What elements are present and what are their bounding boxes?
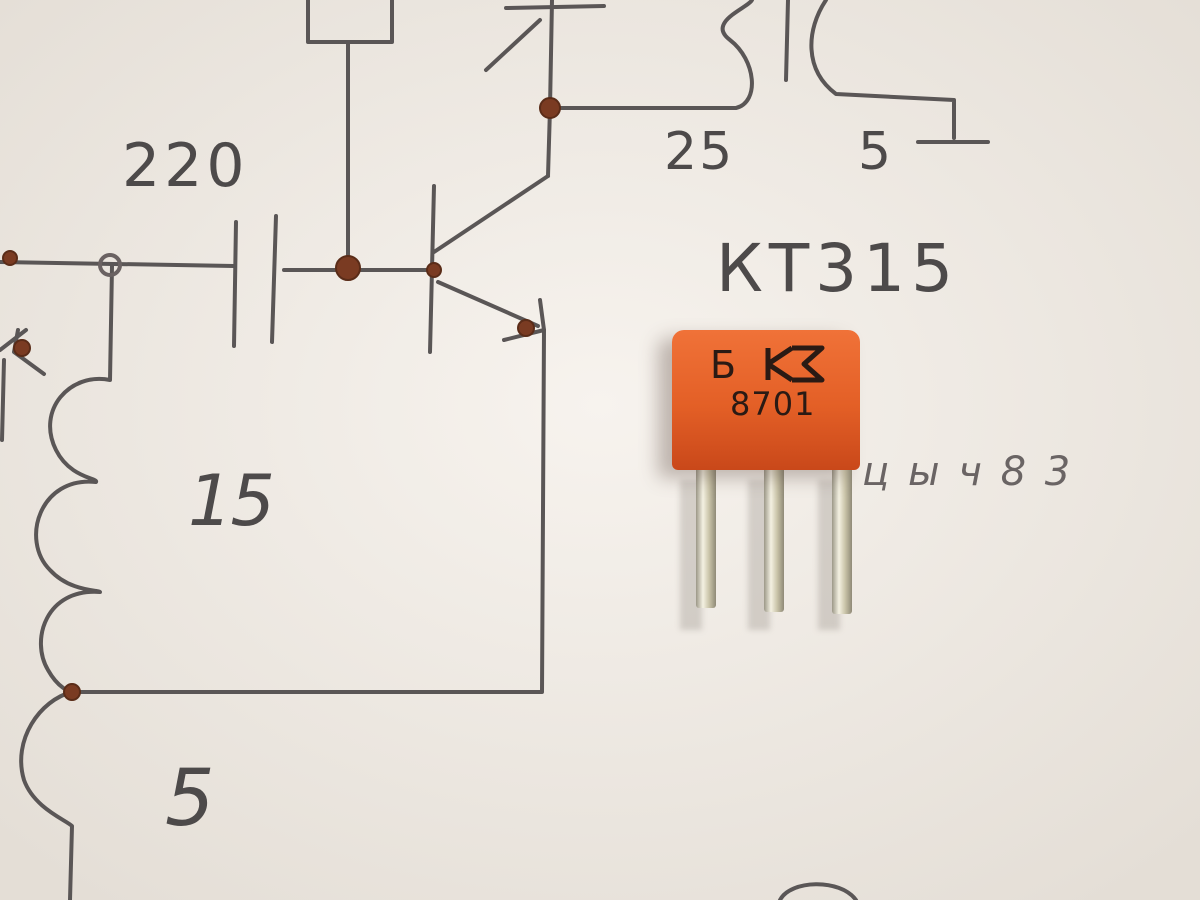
coil-left [34,264,114,694]
transistor-lead [696,458,716,608]
transistor-lead [832,458,852,614]
transistor-type-label: КТ315 [716,230,960,307]
collector-wire [546,106,552,178]
handwritten-note: ц ы ч 8 3 [862,449,1074,495]
transistor-component: Б 8701 [640,330,880,630]
transistor-collector-line [432,174,550,254]
bottom-edge-fragment [778,882,858,900]
capacitor-plate-left [232,220,238,348]
junction-node [539,97,561,119]
transistor-emitter-line [436,280,540,328]
coil-core-line [784,0,790,82]
capacitor-plate-right [270,214,278,344]
junction-node [426,262,442,278]
junction-node [63,683,81,701]
transistor-body: Б 8701 [672,330,860,470]
transistor-date-code: 8701 [730,385,816,423]
junction-node [335,255,361,281]
junction-node [98,253,122,277]
transistor-lead [764,458,784,612]
emitter-return-wire [68,328,546,694]
coil-turns-label: 5 [165,754,215,844]
coil-turns-label: 25 [664,122,735,182]
collector-up-wire [548,0,554,110]
junction-node [2,250,18,266]
top-transistor-fragment [484,4,606,72]
input-wire [0,260,236,268]
coil-bottom [19,690,74,900]
junction-node [517,319,535,337]
coil-top-right [809,0,956,140]
coil-turns-label: 5 [858,122,892,182]
transistor-body-letter: Б [710,343,737,387]
capacitor-value-label: 220 [122,131,249,201]
coil-top-left [548,0,754,110]
coil-turns-label: 15 [188,460,275,542]
manufacturer-logo-icon [765,345,825,383]
junction-node [13,339,31,357]
